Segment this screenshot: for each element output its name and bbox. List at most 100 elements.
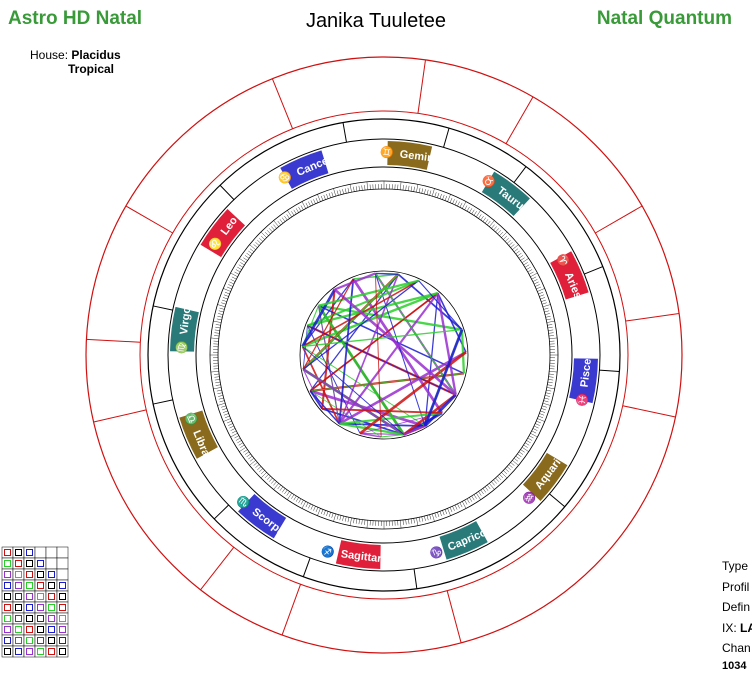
- outer-cusp-line: [505, 96, 534, 144]
- aspect-grid-mark: [15, 604, 22, 611]
- gate-tick: [547, 324, 553, 326]
- aspect-grid-cell: [34, 634, 47, 647]
- gate-tick: [308, 201, 311, 207]
- gate-tick: [217, 402, 226, 406]
- gate-tick: [260, 472, 267, 479]
- gate-tick: [222, 297, 228, 300]
- aspect-line: [339, 422, 405, 436]
- gate-tick: [530, 272, 538, 277]
- aspect-line: [302, 368, 405, 436]
- gate-tick: [540, 410, 546, 413]
- gate-tick: [418, 517, 421, 523]
- gate-tick: [320, 509, 324, 515]
- aspect-grid-mark: [4, 593, 11, 600]
- gate-tick: [298, 498, 302, 504]
- aspect-grid-cell: [34, 623, 47, 636]
- aspect-grid-mark: [26, 560, 33, 567]
- gate-tick: [326, 193, 329, 199]
- aspect-line: [339, 422, 426, 427]
- gate-tick: [533, 425, 539, 429]
- gate-tick: [527, 437, 533, 441]
- zodiac-band-virgo: [170, 306, 199, 352]
- gate-tick: [347, 187, 350, 193]
- gate-tick: [246, 453, 251, 458]
- aspect-grid-cell: [45, 612, 58, 625]
- gate-tick: [535, 284, 540, 287]
- gate-tick: [526, 266, 531, 270]
- aspect-line: [318, 279, 419, 307]
- gate-tick: [426, 189, 429, 195]
- gate-tick: [454, 200, 458, 206]
- aspect-line: [322, 407, 443, 414]
- gate-tick: [249, 248, 255, 252]
- aspect-grid-cell: [23, 623, 36, 636]
- zodiac-sign-label: ♍Virgo: [175, 306, 194, 355]
- gate-tick: [237, 440, 242, 444]
- aspect-grid-mark: [37, 637, 44, 644]
- aspect-grid-cell: [34, 645, 47, 658]
- aspect-line: [359, 432, 382, 438]
- aspect-grid-mark: [26, 626, 33, 633]
- gate-tick: [239, 447, 247, 452]
- gate-tick: [533, 281, 539, 285]
- gate-tick: [527, 269, 533, 273]
- aspect-grid-mark: [15, 582, 22, 589]
- gate-tick: [287, 492, 292, 500]
- gate-tick: [410, 518, 413, 524]
- aspect-grid-cell: [45, 590, 58, 603]
- aspect-line: [307, 325, 361, 434]
- gate-tick: [452, 506, 455, 511]
- aspect-grid-cell: [45, 568, 58, 581]
- gate-tick: [449, 507, 453, 512]
- gate-tick: [317, 508, 321, 516]
- gate-tick: [484, 219, 489, 224]
- gate-tick: [439, 511, 442, 517]
- gate-tick: [259, 468, 263, 473]
- gate-tick: [416, 184, 419, 193]
- gate-tick: [218, 313, 224, 315]
- zodiac-band-aquarius: [522, 452, 568, 501]
- gate-tick: [264, 474, 269, 479]
- gate-tick: [540, 297, 546, 300]
- aspect-grid-mark: [48, 604, 55, 611]
- gate-tick: [269, 477, 273, 482]
- aspect-grid-mark: [48, 571, 55, 578]
- gate-tick: [358, 185, 360, 191]
- gate-tick: [544, 397, 550, 400]
- aspect-grid-mark: [15, 593, 22, 600]
- chart-owner-name: Janika Tuuletee: [305, 10, 447, 32]
- gate-tick: [364, 519, 366, 525]
- house-cusp-line: [153, 305, 173, 311]
- gate-tick: [271, 479, 275, 484]
- zodiac-glyph-icon: ♎: [183, 410, 200, 428]
- gate-tick: [301, 501, 306, 509]
- gate-tick: [532, 279, 538, 282]
- gate-tick: [541, 408, 546, 411]
- gate-tick: [538, 291, 544, 295]
- gate-tick: [353, 518, 355, 524]
- gate-tick: [257, 240, 262, 244]
- house-cusp-line: [513, 166, 527, 183]
- aspect-grid-cell: [56, 645, 69, 658]
- gate-tick: [230, 433, 238, 438]
- design-summary: Type Profil Defin IX: LA Chan 1034: [722, 556, 752, 673]
- brand-title: Natal Quantum: [596, 8, 732, 29]
- gate-tick: [434, 512, 437, 518]
- aspect-line: [334, 272, 376, 291]
- aspect-grid: [1, 546, 69, 658]
- gate-tick: [421, 188, 424, 194]
- aspect-grid-mark: [37, 604, 44, 611]
- gate-tick: [333, 188, 337, 197]
- gate-tick: [223, 418, 231, 422]
- aspect-grid-mark: [4, 582, 11, 589]
- aspect-grid-cell: [45, 645, 58, 658]
- gate-tick: [548, 329, 554, 331]
- gate-tick: [215, 381, 221, 384]
- gate-tick: [501, 472, 508, 479]
- aspect-grid-cell: [34, 612, 47, 625]
- gate-tick: [317, 194, 321, 202]
- aspect-grid-cell: [34, 590, 47, 603]
- app-title: Astro HD Natal: [8, 8, 143, 29]
- gate-tick: [269, 228, 273, 233]
- house-cusp-line: [549, 493, 566, 508]
